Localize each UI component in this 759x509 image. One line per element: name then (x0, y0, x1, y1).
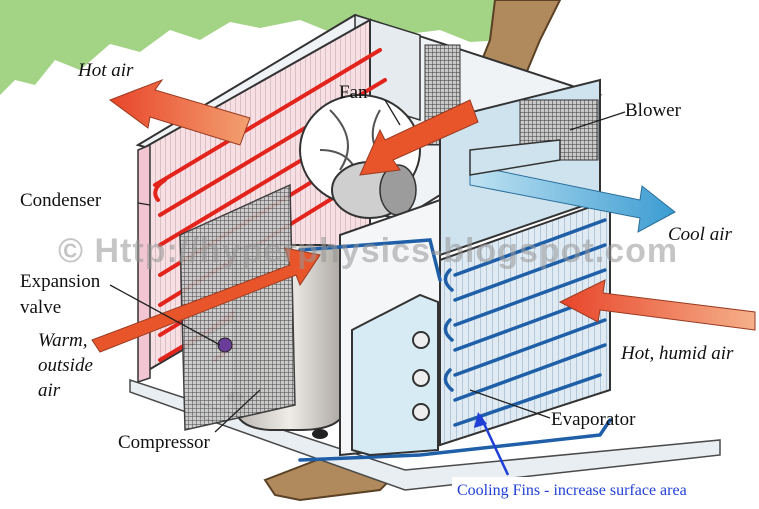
label-evaporator: Evaporator (551, 409, 636, 430)
fan-exhaust-arrow (359, 99, 479, 176)
cooling-fins-pointer (478, 414, 510, 476)
label-warm-air-line3: air (38, 380, 61, 401)
label-hot-air: Hot air (78, 60, 134, 81)
base-plate (129, 378, 721, 491)
evaporator-refrigerant-tubes (298, 218, 612, 462)
label-fan: Fan (339, 82, 368, 103)
cooling-fins-pointer-head (474, 412, 487, 428)
label-warm-air-line2: outside (38, 355, 93, 376)
front-mesh-grille (179, 183, 296, 431)
cool-air-arrow-icon (469, 164, 676, 233)
label-compressor: Compressor (118, 432, 210, 453)
leader-lines (109, 99, 626, 433)
label-warm-air-line1: Warm, (38, 330, 88, 351)
foliage (0, 0, 560, 95)
control-box (351, 293, 439, 457)
label-cool-air: Cool air (668, 224, 732, 245)
label-condenser: Condenser (20, 190, 102, 211)
label-expansion-valve-line2: valve (20, 297, 62, 318)
label-blower: Blower (625, 100, 681, 121)
warm-air-intake-arrow (91, 247, 321, 353)
label-expansion-valve-line1: Expansion (20, 271, 101, 292)
watermark: © Http://hyperphysics-blogspot.com (58, 232, 679, 270)
blower-duct (469, 139, 561, 176)
hot-humid-air-arrow-icon (558, 279, 756, 331)
cooling-fins-note: Cooling Fins - increase surface area (452, 477, 757, 505)
hot-air-arrow-icon (108, 78, 251, 146)
expansion-valve-icon (217, 337, 233, 353)
label-hot-humid-air: Hot, humid air (621, 343, 734, 364)
